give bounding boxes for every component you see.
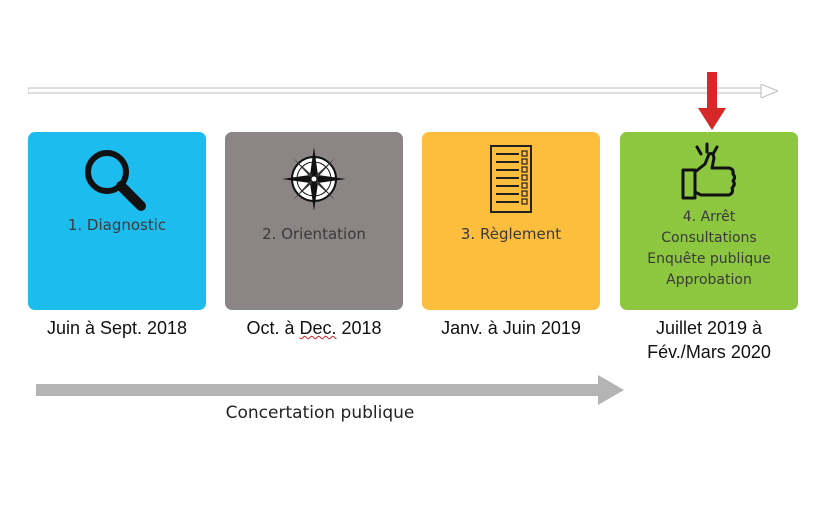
- phase-card-orientation: 2. Orientation: [225, 132, 403, 310]
- timeline-arrow: [28, 84, 778, 98]
- magnifier-icon: [28, 144, 206, 212]
- compass-rose-icon: [225, 144, 403, 212]
- phase-label-line: Approbation: [666, 272, 752, 288]
- current-phase-marker-arrow: [698, 72, 726, 130]
- checklist-document-icon: [422, 144, 600, 213]
- thumbs-up-icon: [620, 138, 798, 206]
- phase-card-diagnostic: 1. Diagnostic: [28, 132, 206, 310]
- phase-date-line: Fév./Mars 2020: [647, 342, 771, 362]
- phase-label: 3. Règlement: [460, 225, 562, 243]
- phase-card-reglement: 3. Règlement: [422, 132, 600, 310]
- phase-label-line: Consultations: [661, 230, 757, 246]
- phase-label-lines: 4. Arrêt Consultations Enquête publique …: [620, 207, 798, 291]
- phase-label-line: Enquête publique: [647, 251, 771, 267]
- phase-card-arret: 4. Arrêt Consultations Enquête publique …: [620, 132, 798, 310]
- phase-date: Janv. à Juin 2019: [441, 318, 581, 338]
- concertation-arrow: [36, 375, 624, 405]
- phase-date-part: 2018: [336, 318, 382, 338]
- phase-date: Juin à Sept. 2018: [46, 318, 188, 338]
- concertation-label: Concertation publique: [225, 403, 415, 423]
- phase-date-part: Oct. à: [246, 318, 300, 338]
- phase-label: 2. Orientation: [262, 225, 366, 243]
- phase-date-line: Juillet 2019 à: [655, 318, 763, 338]
- phase-label-line: 4. Arrêt: [682, 209, 736, 225]
- phase-date-multiline: Juillet 2019 à Fév./Mars 2020: [609, 316, 809, 364]
- phase-date: Oct. à Dec. 2018: [214, 316, 414, 340]
- phase-label: 1. Diagnostic: [67, 216, 167, 234]
- phase-date-part: Dec.: [299, 318, 337, 338]
